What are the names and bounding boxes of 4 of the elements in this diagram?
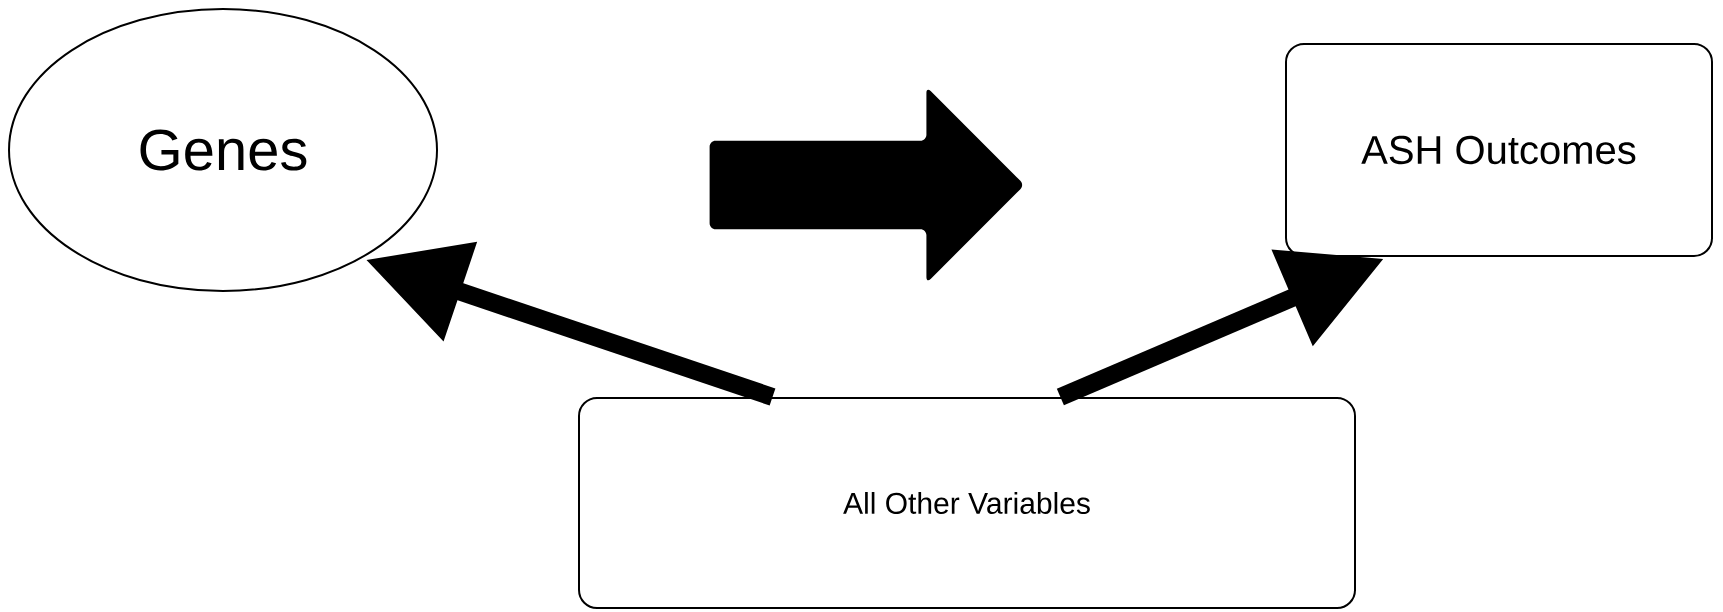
ellipse-node: Genes [8,8,438,292]
rounded-box: ASH Outcomes [1285,43,1713,257]
block-arrow [709,89,1023,281]
rounded-box: All Other Variables [578,397,1356,609]
